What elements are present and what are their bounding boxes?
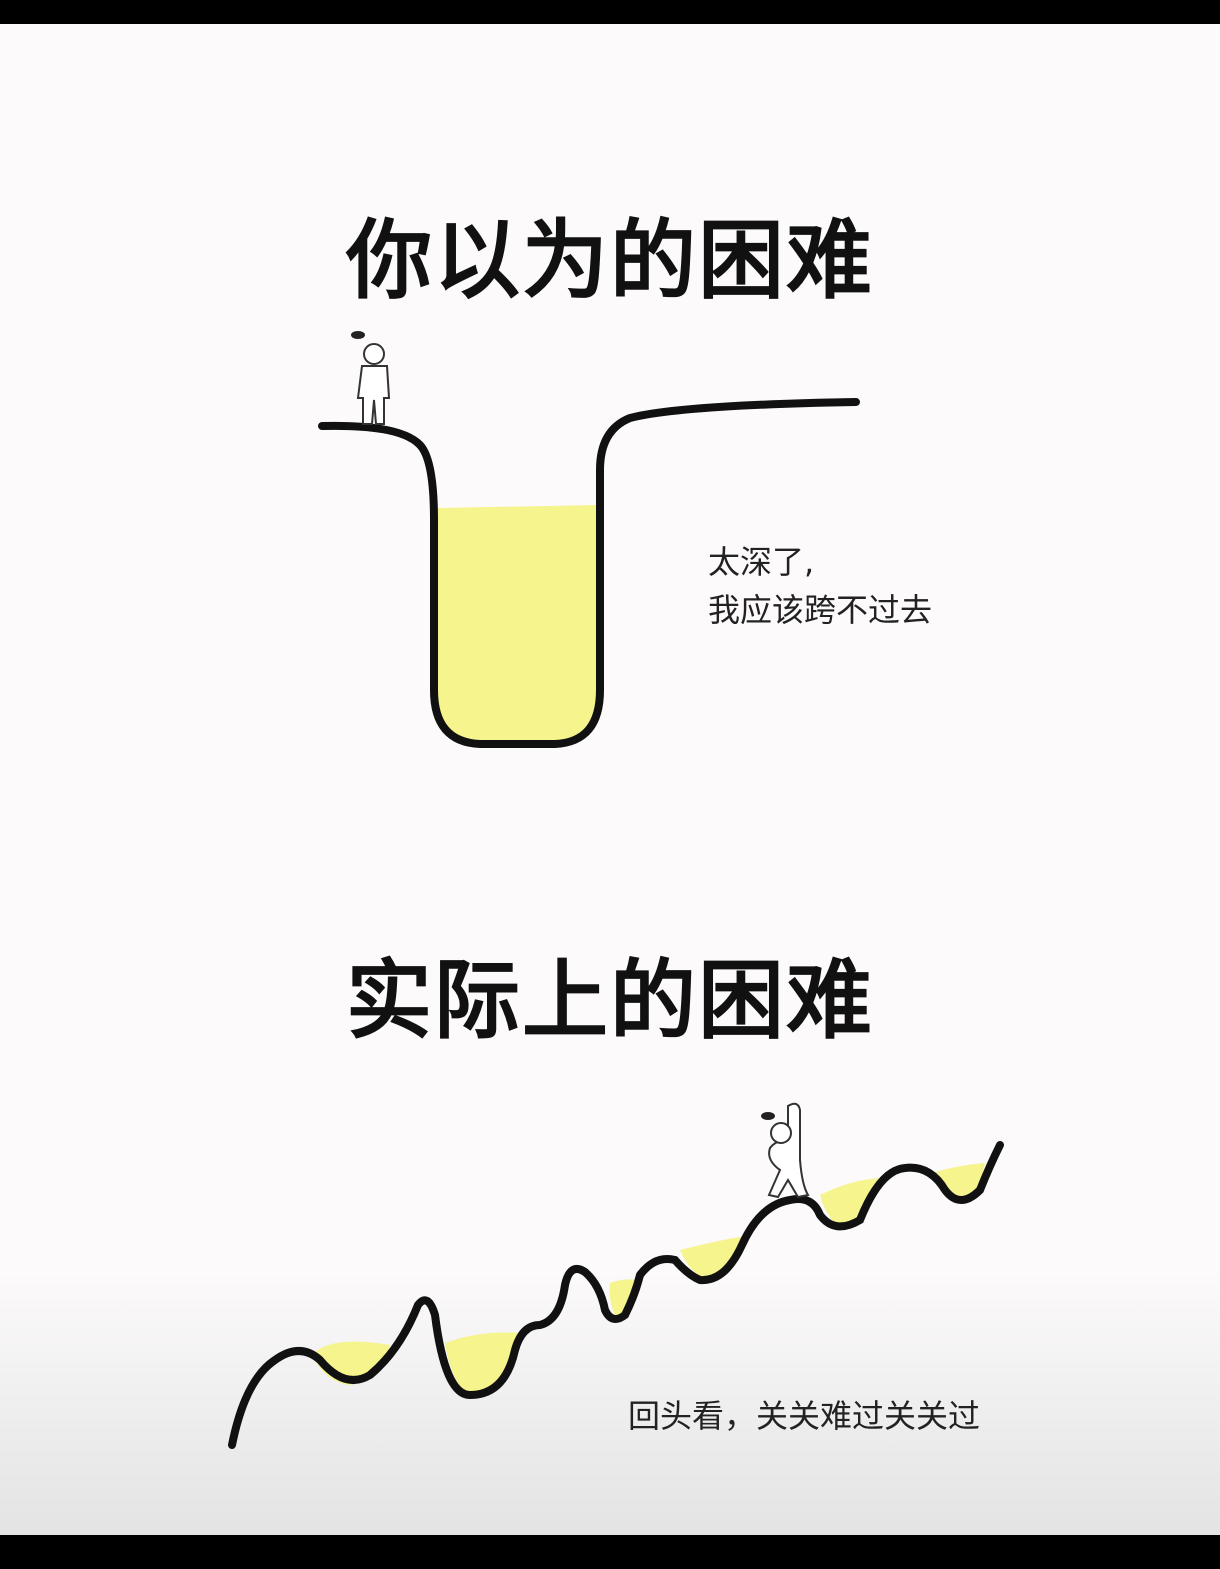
hill-outline (228, 1141, 1004, 1449)
bottom-title: 实际上的困难 (346, 951, 874, 1051)
worried-person-icon (351, 331, 391, 425)
cheering-person-icon (761, 1102, 810, 1199)
top-black-bar (0, 0, 1220, 24)
bottom-caption: 回头看，关关难过关关过 (628, 1397, 981, 1435)
caption-line-1: 太深了, (708, 543, 815, 581)
bottom-black-bar (0, 1535, 1220, 1569)
pit-water (438, 505, 600, 742)
pit-outline (318, 398, 860, 748)
top-title: 你以为的困难 (346, 211, 874, 311)
top-caption: 太深了, 我应该跨不过去 (708, 538, 932, 634)
hill-water-patches (312, 1163, 985, 1395)
caption-line-2: 我应该跨不过去 (708, 591, 933, 629)
